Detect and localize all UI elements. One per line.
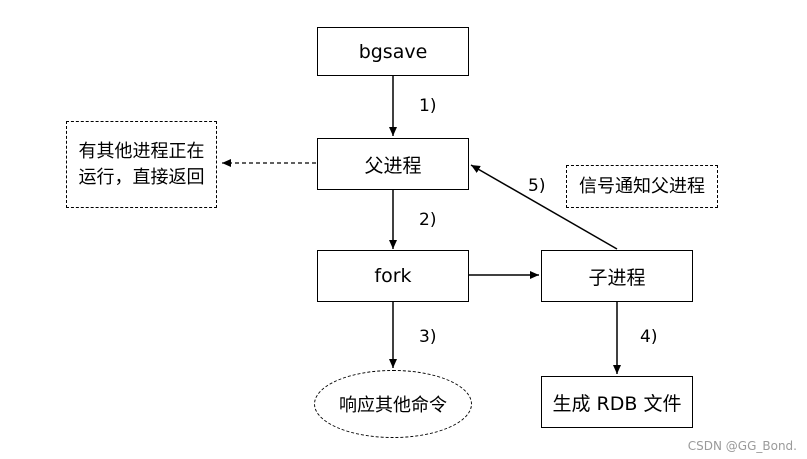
edge-child-parent [470, 164, 618, 250]
node-respond-label: 响应其他命令 [339, 395, 447, 416]
node-fork: fork [317, 250, 469, 302]
step-label-5: 5) [528, 176, 546, 196]
watermark: CSDN @GG_Bond. [687, 439, 797, 453]
node-child-label: 子进程 [588, 266, 646, 289]
step-label-3: 3) [419, 327, 437, 347]
node-parent-label: 父进程 [364, 154, 422, 177]
note-running-line2: 运行，直接返回 [78, 166, 205, 188]
note-signal-parent: 信号通知父进程 [566, 165, 718, 208]
node-rdb-file: 生成 RDB 文件 [541, 376, 693, 428]
step-label-4: 4) [640, 327, 658, 347]
note-other-process-running: 有其他进程正在 运行，直接返回 [66, 121, 217, 208]
note-signal-label: 信号通知父进程 [579, 175, 705, 197]
node-fork-label: fork [374, 265, 412, 287]
node-bgsave: bgsave [317, 27, 469, 76]
note-running-line1: 有其他进程正在 [78, 140, 205, 162]
node-respond-commands: 响应其他命令 [314, 370, 472, 438]
step-label-1: 1) [419, 96, 437, 116]
node-parent-process: 父进程 [317, 138, 469, 190]
node-bgsave-label: bgsave [358, 40, 428, 63]
node-child-process: 子进程 [541, 250, 693, 302]
node-rdb-label: 生成 RDB 文件 [552, 392, 682, 415]
step-label-2: 2) [419, 210, 437, 230]
